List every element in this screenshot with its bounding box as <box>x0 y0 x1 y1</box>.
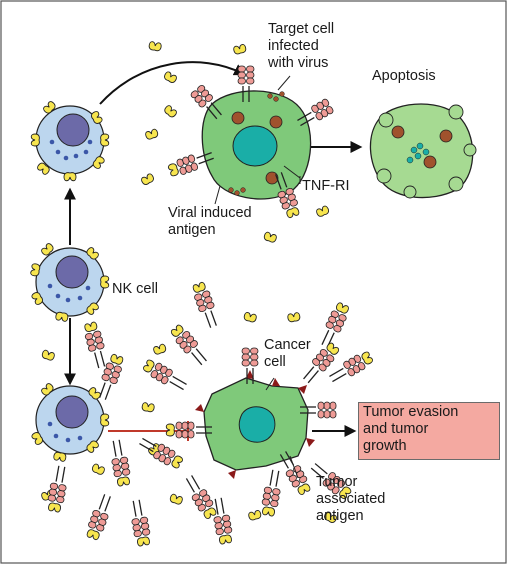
cancer-cell <box>166 347 337 497</box>
nk-cell-top <box>30 99 110 182</box>
apoptosis-label: Apoptosis <box>372 68 436 84</box>
tumor-antigen-label-1: Tumor <box>316 474 358 490</box>
viral-antigen-label-1: Viral induced <box>168 205 252 221</box>
apoptotic-cell <box>369 103 477 199</box>
cancer-cell-label-2: cell <box>264 354 286 370</box>
tnf-ri-label: TNF-RI <box>302 178 350 194</box>
outcome-line-3: growth <box>363 438 407 454</box>
nk-cell-label: NK cell <box>112 281 158 297</box>
target-cell-label-3: with virus <box>268 55 329 71</box>
nk-cell-bottom <box>30 381 110 463</box>
outcome-line-2: and tumor <box>363 421 429 437</box>
tumor-antigen-label-2: associated <box>316 491 386 507</box>
label-leader-lines <box>214 75 301 479</box>
outcome-line-1: Tumor evasion <box>363 404 459 420</box>
tumor-evasion-box: Tumor evasion and tumor growth <box>358 402 500 460</box>
tumor-antigen-label-3: antigen <box>316 508 364 524</box>
target-cell-label-1: Target cell <box>268 21 335 37</box>
process-arrows <box>64 61 363 437</box>
viral-antigen-label-2: antigen <box>168 222 216 238</box>
cancer-cell-label-1: Cancer <box>264 337 311 353</box>
nk-cell-middle <box>29 241 110 323</box>
infected-target-cell <box>167 65 335 219</box>
target-cell-label-2: infected <box>268 38 319 54</box>
